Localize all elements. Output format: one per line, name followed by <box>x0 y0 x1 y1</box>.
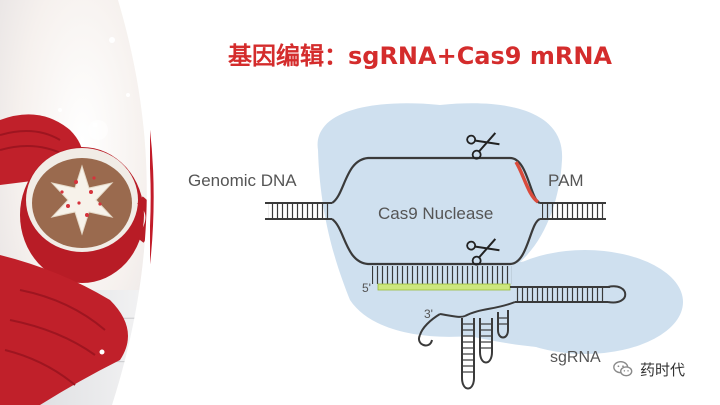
wechat-logo-icon <box>613 360 633 377</box>
decorative-photo <box>0 0 150 405</box>
scissors-icon <box>466 238 500 266</box>
target-guide-pairing <box>372 266 512 284</box>
watermark: 药时代 <box>612 357 685 381</box>
three-prime-loop <box>418 334 433 347</box>
pam-label: PAM <box>548 171 584 190</box>
non-target-strand <box>331 156 541 205</box>
slide-title: 基因编辑：sgRNA+Cas9 mRNA <box>227 42 612 70</box>
five-prime-label: 5' <box>362 281 371 295</box>
cas9-protein-blob <box>317 103 683 354</box>
watermark-text: 药时代 <box>640 360 686 379</box>
sgrna-guide-segment <box>377 283 511 291</box>
sgrna-label: sgRNA <box>550 349 601 366</box>
three-prime-label: 3' <box>424 307 433 321</box>
genomic-dna-label: Genomic DNA <box>188 171 297 190</box>
target-strand <box>331 217 541 266</box>
dna-duplex-left <box>265 202 332 220</box>
dna-duplex-right <box>540 202 606 220</box>
cas9-nuclease-label: Cas9 Nuclease <box>378 204 493 223</box>
pam-segment <box>514 161 540 204</box>
stem-loop-ticks <box>462 317 508 373</box>
scissors-icon <box>466 132 500 160</box>
